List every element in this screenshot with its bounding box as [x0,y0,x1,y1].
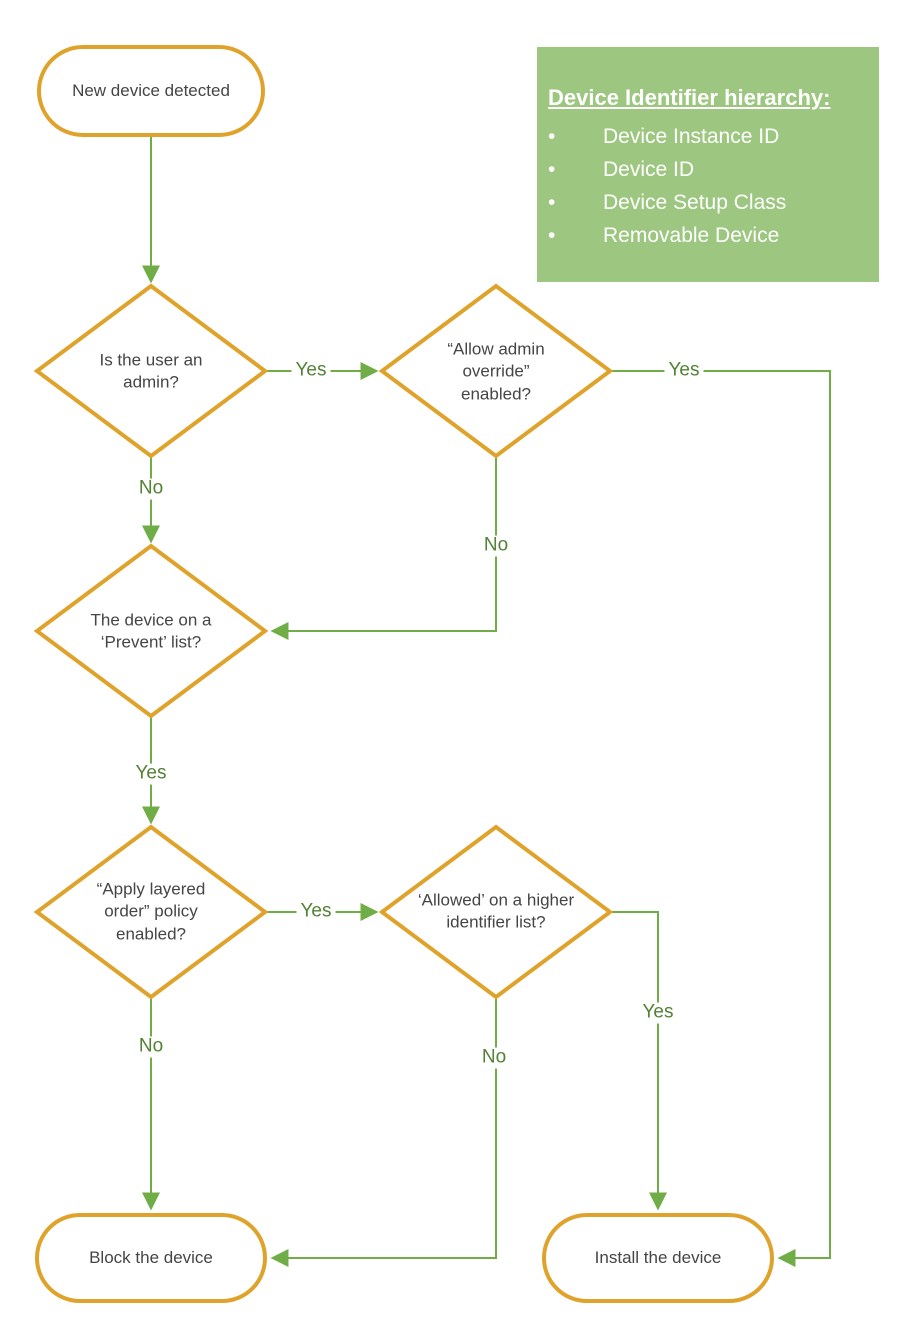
edge-label-allowed-yes: Yes [638,1002,678,1024]
legend-item-label: Device Instance ID [603,125,780,148]
edge-label-layered-yes: Yes [296,901,336,923]
bullet-icon: • [548,125,556,148]
edge-label-layered-no: No [134,1036,168,1058]
decision-prevent-label: The device on a ‘Prevent’ list? [90,610,212,652]
connector-allowed-yes-to-install [612,911,667,1211]
decision-admin-shape [33,283,269,459]
block-terminator-shape [35,1213,267,1303]
edge-label-override-no: No [479,535,513,557]
legend-item: • Device Setup Class [548,186,869,219]
edge-label-prevent-yes: Yes [131,763,171,785]
device-identifier-legend: Device Identifier hierarchy: • Device In… [537,47,879,282]
bullet-icon: • [548,224,556,247]
legend-item: • Device Instance ID [548,120,869,153]
install-node-label: Install the device [594,1247,722,1267]
edge-label-override-yes: Yes [664,360,704,382]
decision-layered-label: “Apply layered order” policy enabled? [96,879,206,944]
install-terminator-shape [542,1213,774,1303]
decision-override-shape [378,283,614,459]
legend-item-label: Removable Device [603,224,780,247]
legend-list: • Device Instance ID • Device ID • Devic… [548,120,869,252]
edge-label-admin-yes: Yes [291,360,331,382]
legend-item-label: Device ID [603,158,695,181]
bullet-icon: • [548,158,556,181]
connector-override-yes-to-install [612,370,831,1267]
block-node-label: Block the device [89,1247,213,1267]
legend-title: Device Identifier hierarchy: [548,85,831,110]
decision-override-label: “Allow admin override” enabled? [447,339,545,404]
edge-label-allowed-no: No [477,1047,511,1069]
bullet-icon: • [548,191,556,214]
start-terminator-shape [37,45,265,137]
legend-item: • Device ID [548,153,869,186]
legend-item-label: Device Setup Class [603,191,787,214]
legend-item: • Removable Device [548,219,869,252]
decision-allowed-shape [378,824,614,1000]
decision-prevent-shape [33,543,269,719]
start-node-label: New device detected [72,80,230,100]
decision-allowed-label: ‘Allowed’ on a higher identifier list? [417,890,575,932]
decision-layered-shape [33,824,269,1000]
connector-allowed-no-to-block [270,998,497,1267]
edge-label-admin-no: No [134,478,168,500]
connector-override-no-to-prevent [270,457,497,640]
decision-admin-label: Is the user an admin? [99,350,203,392]
